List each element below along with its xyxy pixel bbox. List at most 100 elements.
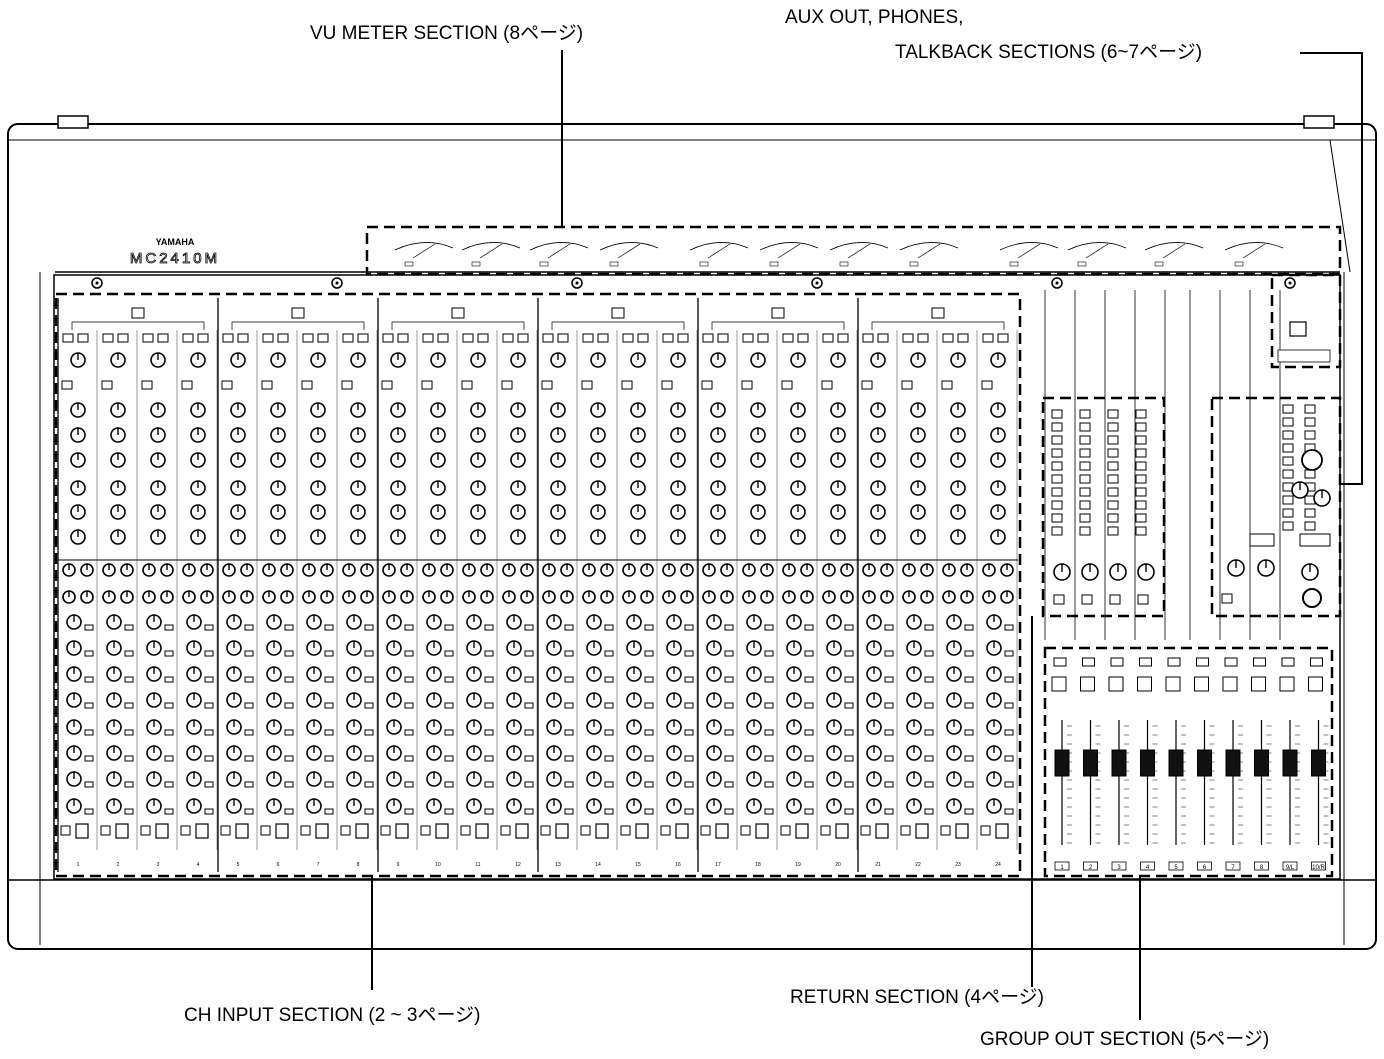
- switch: [143, 334, 153, 342]
- phantom-switch: [292, 308, 304, 318]
- switch: [421, 826, 430, 835]
- switch: [485, 703, 493, 708]
- switch: [462, 381, 472, 389]
- fader-knob: [1198, 750, 1212, 776]
- switch: [85, 756, 93, 761]
- switch: [503, 334, 513, 342]
- channel-number: 11: [475, 862, 480, 868]
- switch: [1005, 782, 1013, 787]
- switch: [1052, 677, 1066, 691]
- on-switch: [996, 824, 1008, 838]
- switch: [245, 756, 253, 761]
- on-switch: [716, 824, 728, 838]
- switch: [965, 677, 973, 682]
- switch: [565, 782, 573, 787]
- switch: [685, 809, 693, 814]
- switch: [165, 809, 173, 814]
- switch: [183, 334, 193, 342]
- switch: [221, 826, 230, 835]
- switch: [165, 703, 173, 708]
- on-switch: [836, 824, 848, 838]
- switch: [525, 756, 533, 761]
- switch: [902, 381, 912, 389]
- switch: [685, 730, 693, 735]
- switch: [1283, 522, 1293, 530]
- on-switch: [556, 824, 568, 838]
- switch: [1136, 475, 1146, 483]
- switch: [343, 334, 353, 342]
- switch: [565, 677, 573, 682]
- switch: [85, 809, 93, 814]
- fader-knob: [1226, 750, 1240, 776]
- switch: [663, 334, 673, 342]
- switch: [645, 730, 653, 735]
- switch: [598, 334, 608, 342]
- on-switch: [76, 824, 88, 838]
- switch: [1283, 470, 1293, 478]
- on-switch: [236, 824, 248, 838]
- switch: [525, 809, 533, 814]
- fader-knob: [1055, 750, 1069, 776]
- switch: [645, 677, 653, 682]
- switch: [645, 651, 653, 656]
- switch: [885, 651, 893, 656]
- switch: [1222, 594, 1232, 603]
- screw-center: [1289, 282, 1292, 285]
- channel-number: 12: [515, 862, 521, 868]
- aux-out-callout-line1: AUX OUT, PHONES,: [785, 8, 963, 27]
- switch: [998, 334, 1008, 342]
- channel-number: 20: [835, 862, 841, 868]
- switch: [1005, 756, 1013, 761]
- switch: [765, 809, 773, 814]
- channel-number: 6: [277, 862, 280, 868]
- switch: [845, 677, 853, 682]
- switch: [445, 782, 453, 787]
- switch: [285, 651, 293, 656]
- switch: [182, 381, 192, 389]
- switch: [325, 625, 333, 630]
- switch: [245, 730, 253, 735]
- switch: [1052, 514, 1062, 522]
- switch: [1108, 488, 1118, 496]
- switch: [958, 334, 968, 342]
- channel-number: 17: [715, 862, 721, 868]
- switch: [125, 625, 133, 630]
- console-body: [8, 116, 1376, 949]
- switch: [685, 756, 693, 761]
- switch: [1081, 677, 1095, 691]
- switch: [405, 651, 413, 656]
- switch: [398, 334, 408, 342]
- switch: [1005, 625, 1013, 630]
- switch: [1052, 462, 1062, 470]
- switch: [125, 677, 133, 682]
- switch: [1138, 677, 1152, 691]
- switch: [478, 334, 488, 342]
- on-switch: [116, 824, 128, 838]
- switch: [725, 677, 733, 682]
- return-section-callout: RETURN SECTION (4ページ): [790, 988, 1044, 1007]
- switch: [485, 782, 493, 787]
- phantom-switch: [772, 308, 784, 318]
- switch: [325, 677, 333, 682]
- switch: [245, 625, 253, 630]
- switch: [821, 826, 830, 835]
- switch: [1052, 436, 1062, 444]
- switch: [205, 677, 213, 682]
- switch: [278, 334, 288, 342]
- switch: [925, 756, 933, 761]
- switch: [845, 756, 853, 761]
- switch: [1140, 658, 1152, 666]
- switch: [358, 334, 368, 342]
- switch: [1052, 527, 1062, 535]
- channel-number: 8: [357, 862, 360, 868]
- screw-center: [816, 282, 819, 285]
- switch: [702, 381, 712, 389]
- switch: [845, 651, 853, 656]
- switch: [365, 703, 373, 708]
- switch: [743, 334, 753, 342]
- switch: [325, 730, 333, 735]
- switch: [518, 334, 528, 342]
- switch: [983, 334, 993, 342]
- switch: [678, 334, 688, 342]
- switch: [1005, 677, 1013, 682]
